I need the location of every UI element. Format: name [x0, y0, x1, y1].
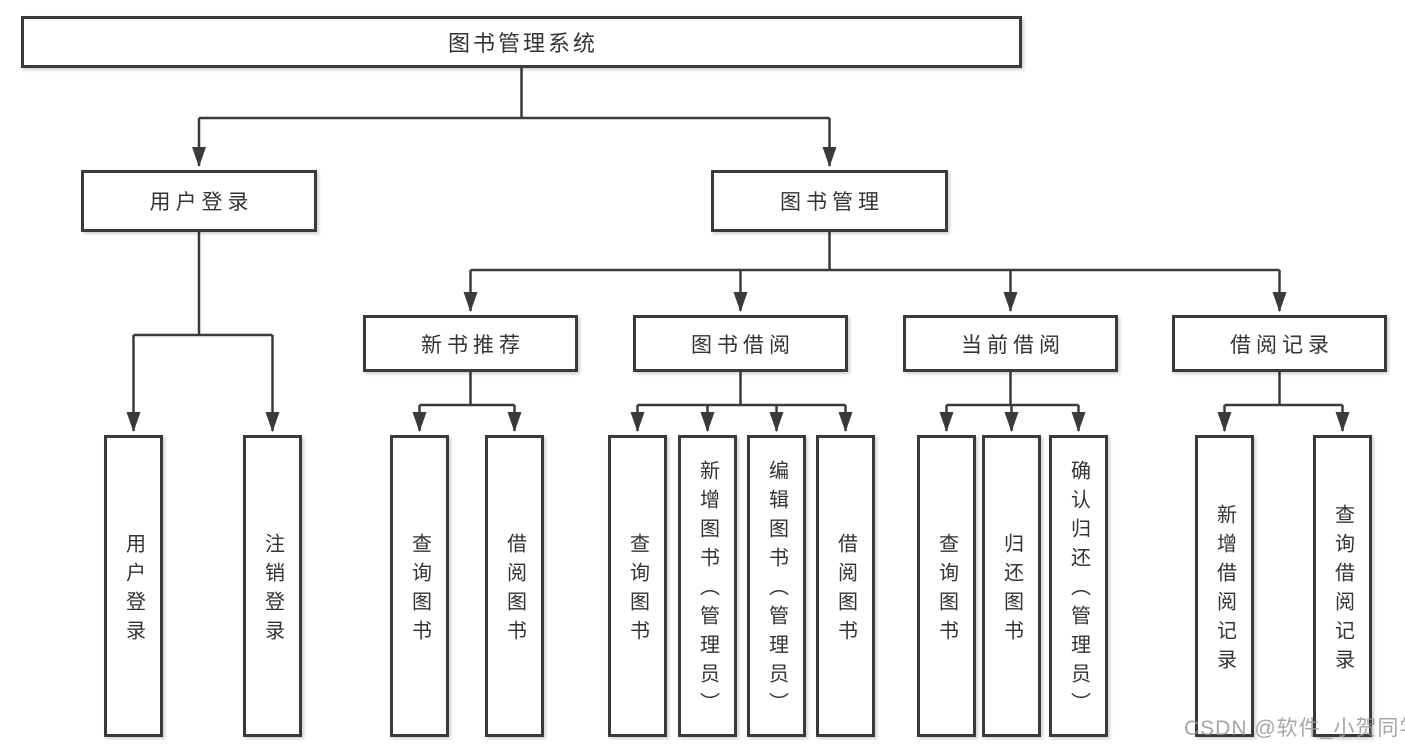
leaf-borrowing-query-books-label: 查询图书: [626, 532, 649, 649]
leaf-recommend-borrow-books: 借阅图书: [485, 435, 544, 737]
node-library-management-system-label: 图书管理系统: [447, 31, 598, 56]
leaf-borrowing-query-books: 查询图书: [608, 435, 667, 737]
leaf-borrowing-edit-books-admin: 编辑图书（管理员）: [747, 435, 806, 737]
node-book-borrowing-label: 图书借阅: [691, 333, 795, 357]
tree-branch-lines: [133, 68, 1343, 407]
node-current-borrowing-label: 当前借阅: [961, 333, 1065, 357]
node-new-book-recommend-label: 新书推荐: [421, 333, 525, 357]
leaf-recommend-borrow-books-label: 借阅图书: [503, 532, 526, 649]
leaf-borrowing-borrow-books-label: 借阅图书: [834, 532, 857, 649]
node-user-login: 用户登录: [81, 170, 317, 232]
leaf-current-confirm-return-admin: 确认归还（管理员）: [1049, 435, 1108, 737]
csdn-watermark: CSDN @软件_小贺同学: [1184, 717, 1405, 740]
node-new-book-recommend: 新书推荐: [363, 315, 578, 372]
leaf-current-query-books: 查询图书: [917, 435, 976, 737]
leaf-records-add-borrow-record-label: 新增借阅记录: [1213, 503, 1236, 678]
node-borrow-records-label: 借阅记录: [1230, 333, 1334, 357]
leaf-current-return-books-label: 归还图书: [1000, 532, 1023, 649]
leaf-current-confirm-return-admin-label: 确认归还（管理员）: [1067, 460, 1090, 721]
leaf-recommend-query-books: 查询图书: [390, 435, 449, 737]
node-book-management: 图书管理: [711, 170, 948, 232]
leaf-records-add-borrow-record: 新增借阅记录: [1195, 435, 1254, 737]
node-current-borrowing: 当前借阅: [903, 315, 1118, 372]
leaf-recommend-query-books-label: 查询图书: [408, 532, 431, 649]
leaf-user-login-label: 用户登录: [122, 532, 145, 649]
node-borrow-records: 借阅记录: [1172, 315, 1387, 372]
leaf-records-query-borrow-record-label: 查询借阅记录: [1331, 503, 1354, 678]
leaf-current-query-books-label: 查询图书: [935, 532, 958, 649]
node-library-management-system: 图书管理系统: [21, 16, 1022, 68]
node-user-login-label: 用户登录: [149, 191, 254, 214]
leaf-records-query-borrow-record: 查询借阅记录: [1313, 435, 1372, 737]
leaf-current-return-books: 归还图书: [982, 435, 1041, 737]
node-book-borrowing: 图书借阅: [633, 315, 848, 372]
node-book-management-label: 图书管理: [780, 191, 884, 214]
leaf-logout-login: 注销登录: [243, 435, 302, 737]
leaf-user-login: 用户登录: [104, 435, 163, 737]
leaf-borrowing-add-books-admin: 新增图书（管理员）: [678, 435, 737, 737]
leaf-borrowing-add-books-admin-label: 新增图书（管理员）: [696, 460, 719, 721]
leaf-borrowing-edit-books-admin-label: 编辑图书（管理员）: [765, 460, 788, 721]
leaf-borrowing-borrow-books: 借阅图书: [816, 435, 875, 737]
leaf-logout-login-label: 注销登录: [261, 532, 284, 649]
